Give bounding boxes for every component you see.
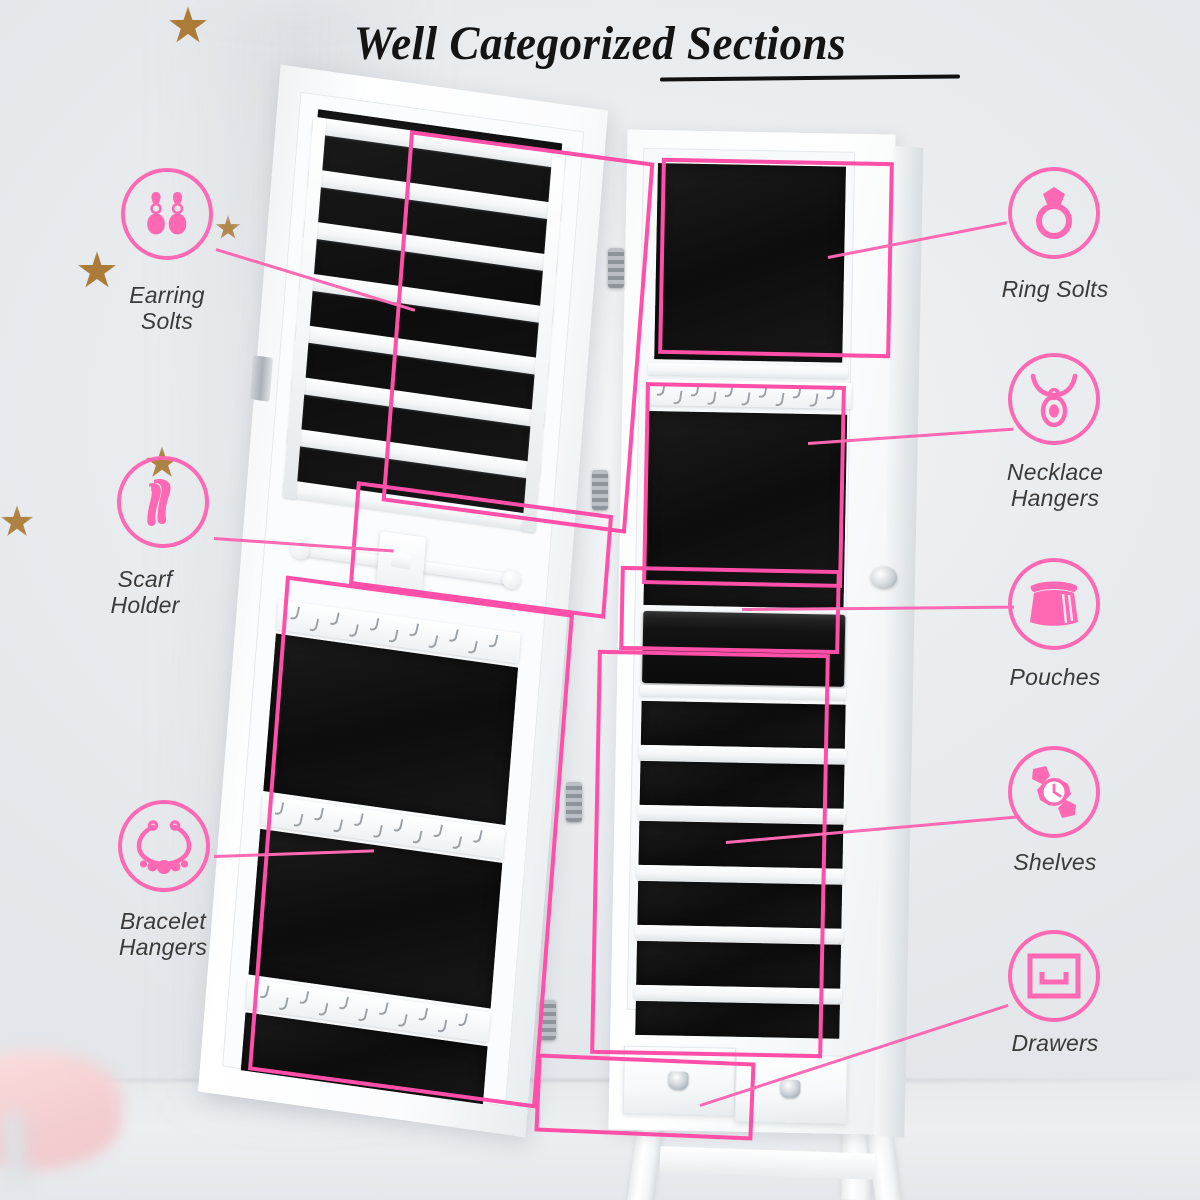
pink-stool [0,1050,122,1189]
callout-label-line1: Necklace [1006,459,1104,485]
callout-label-ring-slots: Ring Solts [955,276,1155,303]
door-hinge [608,248,624,288]
callout-label-line1: Pouches [1009,664,1101,690]
pouch-icon-badge [1008,558,1100,650]
ring-icon-badge [1008,167,1100,259]
callout-label-shelves: Shelves [955,849,1155,876]
floor-surface [0,1080,1200,1200]
earrings-icon [147,192,187,235]
highlight-bracelet-hangers [248,575,574,1109]
highlight-ring-slots [658,157,894,359]
callout-label-scarf-holder: Scarf Holder [45,566,245,619]
callout-label-line1: Ring Solts [1001,276,1109,302]
callout-label-line1: Scarf [117,566,173,592]
callout-label-line1: Shelves [1013,849,1097,875]
callout-label-earring-slots: Earring Solts [67,282,267,335]
watch-icon-badge [1008,746,1100,838]
highlight-necklace-hangers [642,382,846,588]
necklace-icon [1030,373,1078,428]
callout-label-pouches: Pouches [955,664,1155,691]
wall-floor-edge [0,1079,1200,1082]
highlight-shelves [590,649,830,1059]
door-hinge [540,1000,556,1040]
scarf-icon-badge [117,456,209,548]
bracelet-icon-badge [118,800,210,892]
callout-label-line2: Solts [140,307,194,334]
callout-label-necklace-hangers: Necklace Hangers [955,459,1155,512]
callout-label-line2: Holder [110,591,180,618]
highlight-earring-slots [381,130,655,534]
drawer-icon-badge [1008,930,1100,1022]
callout-label-bracelet-hangers: Bracelet Hangers [63,908,263,961]
pouch-icon [1030,581,1078,626]
ring-shelf-lip [647,362,849,379]
callout-label-line1: Drawers [1011,1030,1099,1056]
scarf-icon [147,479,171,526]
ring-icon [1036,187,1072,239]
page-title: Well Categorized Sections [353,17,847,70]
callout-label-line1: Earring [129,282,205,308]
door-hinge [592,470,608,510]
callout-label-line1: Bracelet [120,908,206,934]
drawer-knob[interactable] [780,1079,801,1099]
callout-label-line2: Hangers [118,933,208,960]
drawer-icon [1027,953,1081,999]
callout-label-drawers: Drawers [955,1030,1155,1057]
door-latch[interactable] [249,355,274,402]
watch-icon [1032,766,1076,818]
necklace-icon-badge [1008,353,1100,445]
bracelet-icon [136,820,192,874]
callout-label-line2: Hangers [1010,484,1100,511]
earrings-icon-badge [121,168,213,260]
door-hinge [566,782,582,822]
